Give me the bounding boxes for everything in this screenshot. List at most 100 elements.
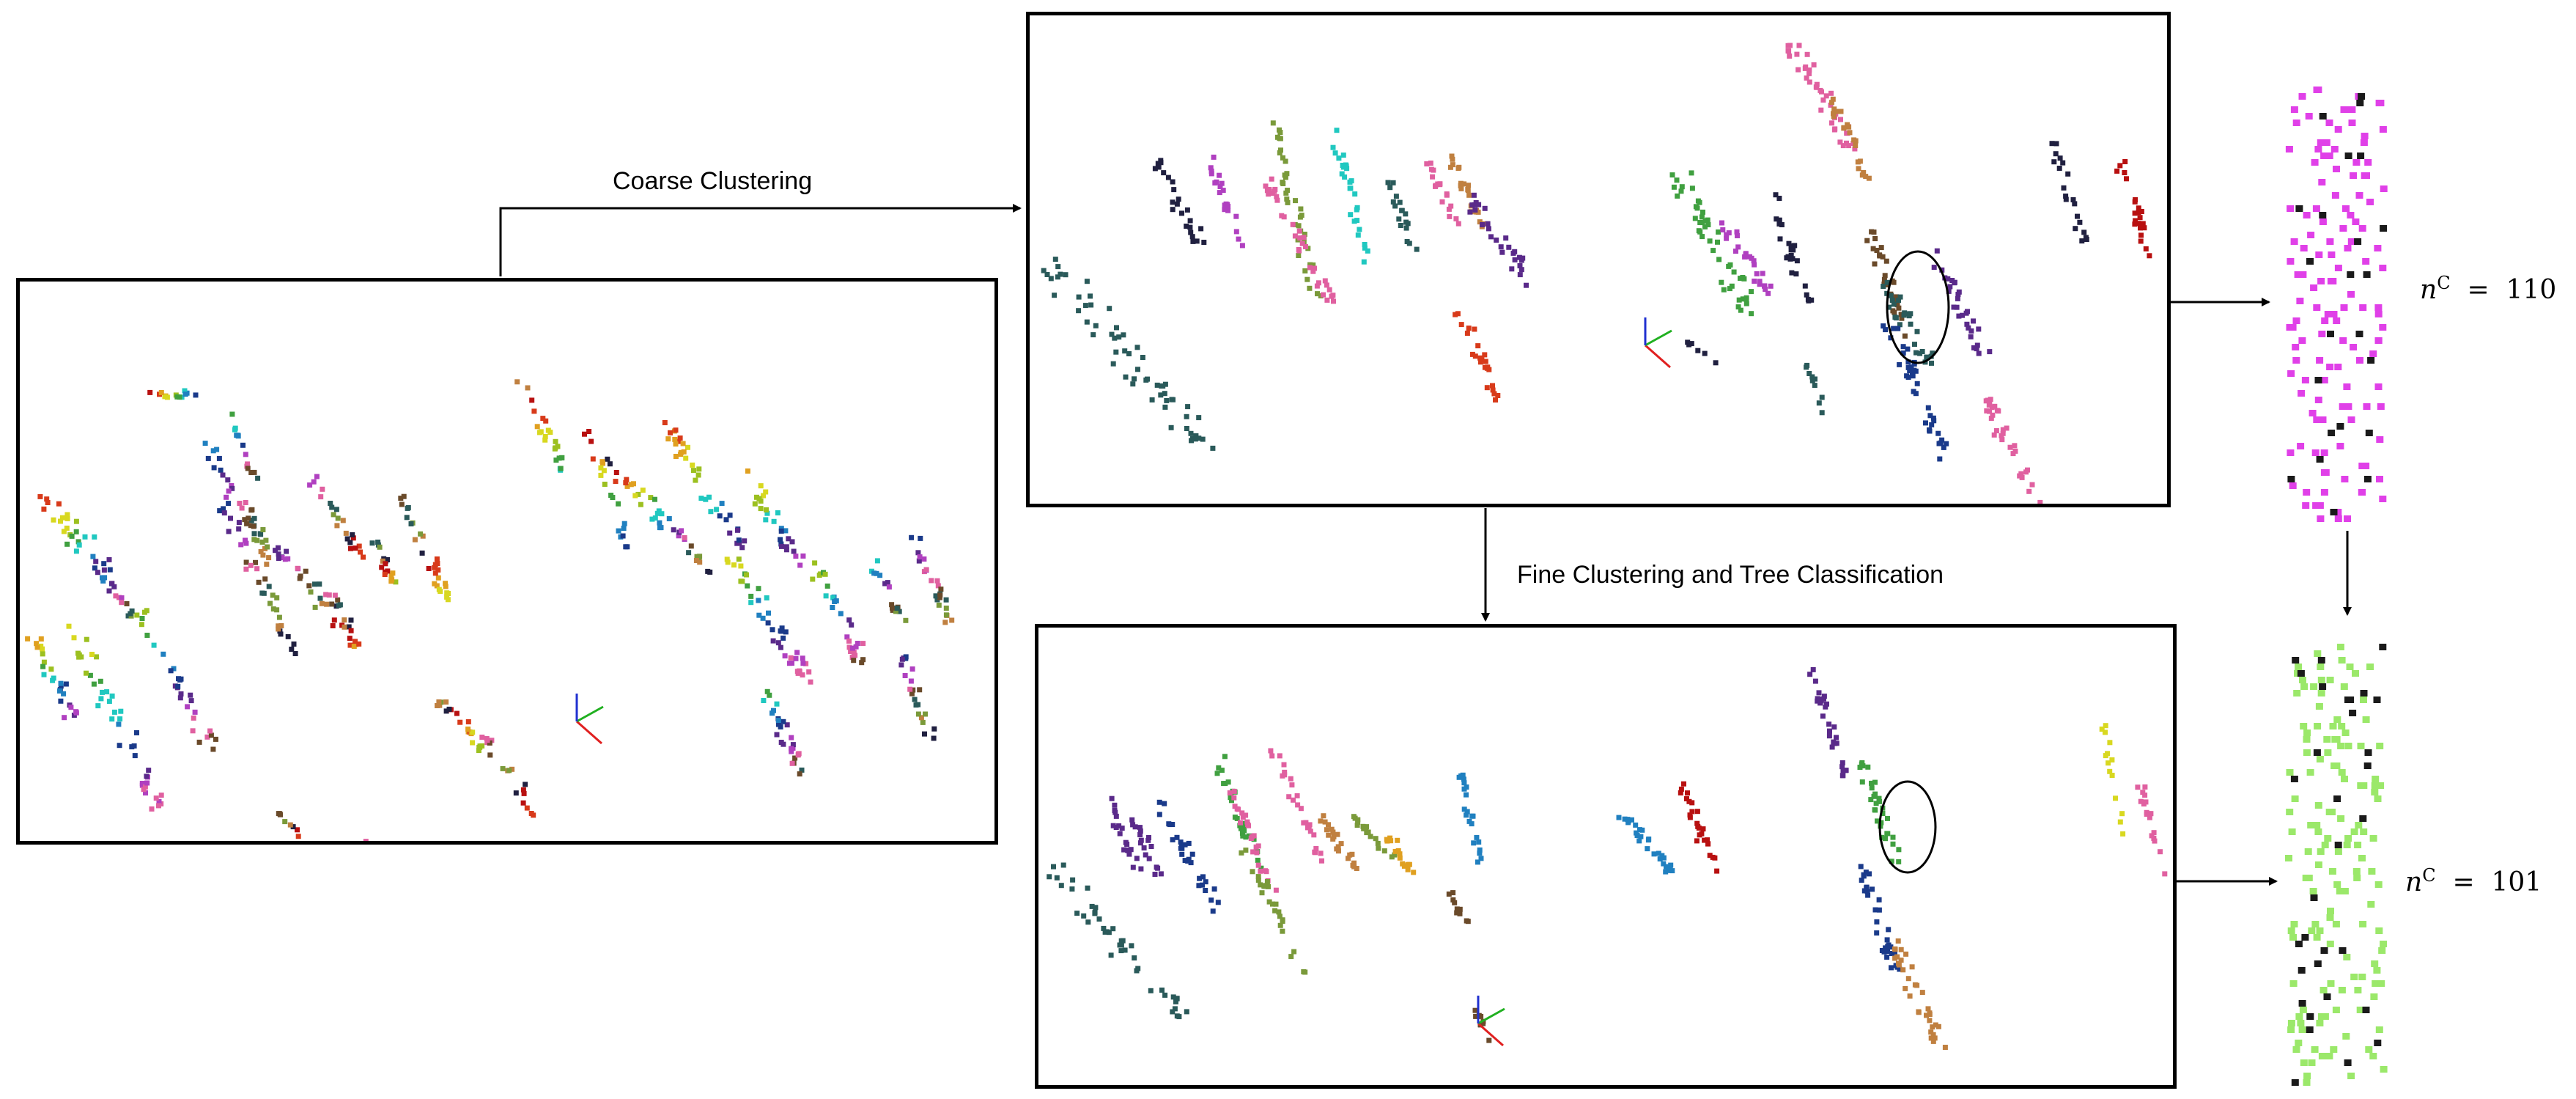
point <box>2151 836 2157 841</box>
point <box>1927 427 1932 433</box>
point <box>1733 249 1738 254</box>
point <box>1397 851 1403 857</box>
point <box>2300 245 2308 251</box>
point <box>2310 284 2318 291</box>
point <box>1270 120 1276 126</box>
point <box>1368 834 1373 839</box>
point <box>677 435 683 441</box>
point <box>1135 966 1141 971</box>
point <box>2317 278 2325 284</box>
point <box>2007 444 2013 450</box>
point <box>2295 1013 2303 1020</box>
point-cluster <box>1041 257 1216 451</box>
point <box>929 578 934 584</box>
point <box>412 537 418 543</box>
point <box>1304 276 1310 282</box>
point <box>2138 238 2144 244</box>
point <box>902 673 908 678</box>
point <box>586 429 592 434</box>
point <box>2061 185 2067 191</box>
point <box>1471 192 1477 198</box>
point <box>1210 908 1216 914</box>
point <box>76 542 82 548</box>
point <box>64 515 70 521</box>
point <box>695 472 701 478</box>
point <box>334 523 340 529</box>
point <box>270 592 276 598</box>
point <box>761 698 767 703</box>
point <box>239 505 245 511</box>
point <box>756 598 761 603</box>
point <box>1945 276 1951 282</box>
point <box>1263 868 1269 874</box>
point <box>375 540 381 545</box>
point <box>1695 198 1701 204</box>
point <box>1976 326 1982 332</box>
point <box>2376 476 2383 482</box>
point <box>1390 180 1396 185</box>
point <box>2343 842 2351 848</box>
point <box>2328 430 2336 436</box>
point <box>738 563 744 569</box>
point-cluster <box>217 501 298 656</box>
point <box>1190 238 1196 244</box>
coarse-clustering-panel <box>1026 12 2171 507</box>
point <box>139 616 145 621</box>
point <box>2292 120 2300 126</box>
point <box>1449 153 1455 159</box>
point <box>1974 342 1980 348</box>
point <box>1720 227 1726 232</box>
point <box>1296 228 1302 234</box>
point <box>435 575 441 581</box>
point <box>2314 650 2322 657</box>
coarse-arrow <box>499 204 1022 276</box>
point <box>1757 279 1763 284</box>
point <box>435 561 440 566</box>
point <box>1976 350 1982 356</box>
point <box>1872 236 1878 241</box>
point <box>1126 851 1132 857</box>
point <box>1841 125 1847 131</box>
point <box>347 642 353 648</box>
point <box>221 510 227 516</box>
point <box>1170 207 1176 213</box>
point-cluster <box>66 623 164 812</box>
point <box>1351 864 1357 870</box>
point <box>270 606 276 612</box>
point <box>1225 207 1231 213</box>
point <box>101 561 107 567</box>
point <box>1796 43 1802 48</box>
point <box>1397 855 1403 861</box>
point <box>2374 1040 2382 1046</box>
point <box>1669 172 1675 178</box>
point <box>918 715 924 721</box>
point <box>1910 373 1916 379</box>
point <box>1375 840 1381 846</box>
point <box>1081 913 1087 919</box>
point <box>1299 240 1305 246</box>
point <box>1255 843 1261 849</box>
point <box>931 735 937 741</box>
point <box>2141 225 2147 231</box>
point <box>350 535 356 541</box>
point <box>1899 315 1905 321</box>
point <box>41 672 47 677</box>
point <box>1903 985 1908 991</box>
point <box>1234 806 1240 812</box>
point <box>693 477 698 483</box>
point <box>1839 764 1845 770</box>
point <box>1817 87 1823 93</box>
point <box>1255 874 1261 880</box>
point-cluster <box>2114 159 2152 259</box>
point <box>419 550 425 556</box>
point <box>860 641 866 647</box>
point <box>2323 993 2331 1000</box>
point <box>132 753 138 759</box>
point <box>66 623 72 629</box>
point <box>119 595 125 600</box>
point <box>2314 146 2322 152</box>
point <box>1880 811 1886 816</box>
point <box>2380 185 2388 192</box>
point <box>824 583 830 589</box>
point-cluster <box>1318 813 1359 871</box>
